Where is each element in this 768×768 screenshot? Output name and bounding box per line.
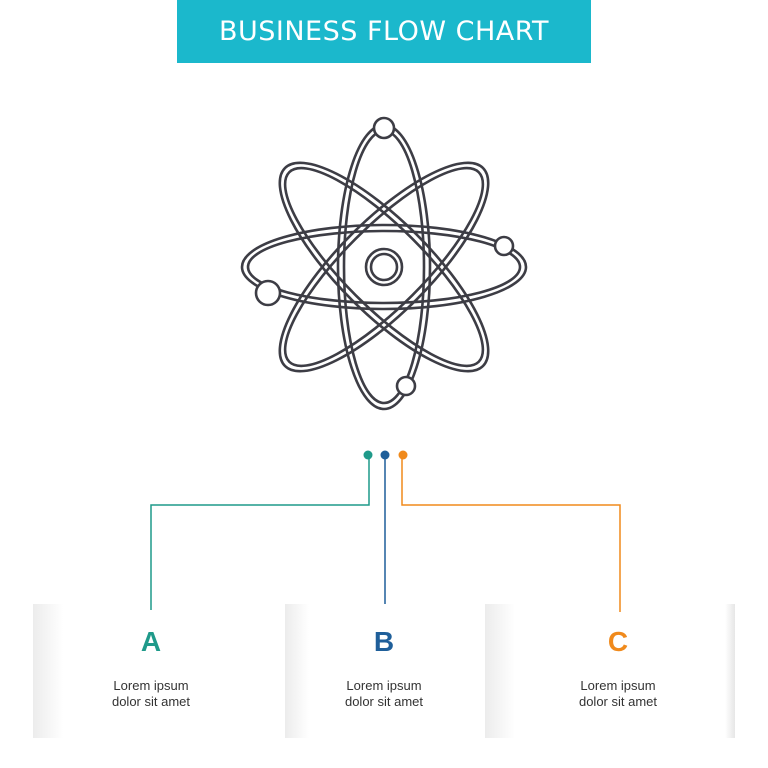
step-panel-c [485,604,735,738]
step-text-b: Lorem ipsum dolor sit amet [304,678,464,710]
orbit-diagonal-left [278,161,490,373]
connector-dot-b [380,450,390,460]
electron-bottom [395,375,417,397]
title-banner: BUSINESS FLOW CHART [177,0,591,63]
step-letter-c: C [607,626,629,657]
atom-icon [240,116,528,411]
orbit-horizontal [240,223,528,311]
nucleus [364,247,404,287]
orbit-diagonal-right [278,161,490,373]
step-panel-b [285,604,485,738]
connector-dot-c [398,450,408,460]
connector-dot-a [363,450,373,460]
page-title: BUSINESS FLOW CHART [218,16,550,47]
step-text-b-line1: Lorem ipsum [346,678,422,693]
step-letter-a: A [140,626,162,657]
step-panel-a [33,604,285,738]
step-text-b-line2: dolor sit amet [344,694,424,709]
step-text-c-line1: Lorem ipsum [580,678,656,693]
step-text-a-line2: dolor sit amet [111,694,191,709]
electron-top [372,116,396,140]
step-text-a-line1: Lorem ipsum [113,678,189,693]
step-letter-b: B [373,626,395,657]
step-text-c-line2: dolor sit amet [578,694,658,709]
step-text-c: Lorem ipsum dolor sit amet [538,678,698,710]
connector-c [401,456,621,612]
step-panel-edge [725,604,735,738]
step-text-a: Lorem ipsum dolor sit amet [71,678,231,710]
electron-left [254,279,282,307]
connector-a [150,456,370,610]
electron-right [493,235,515,257]
